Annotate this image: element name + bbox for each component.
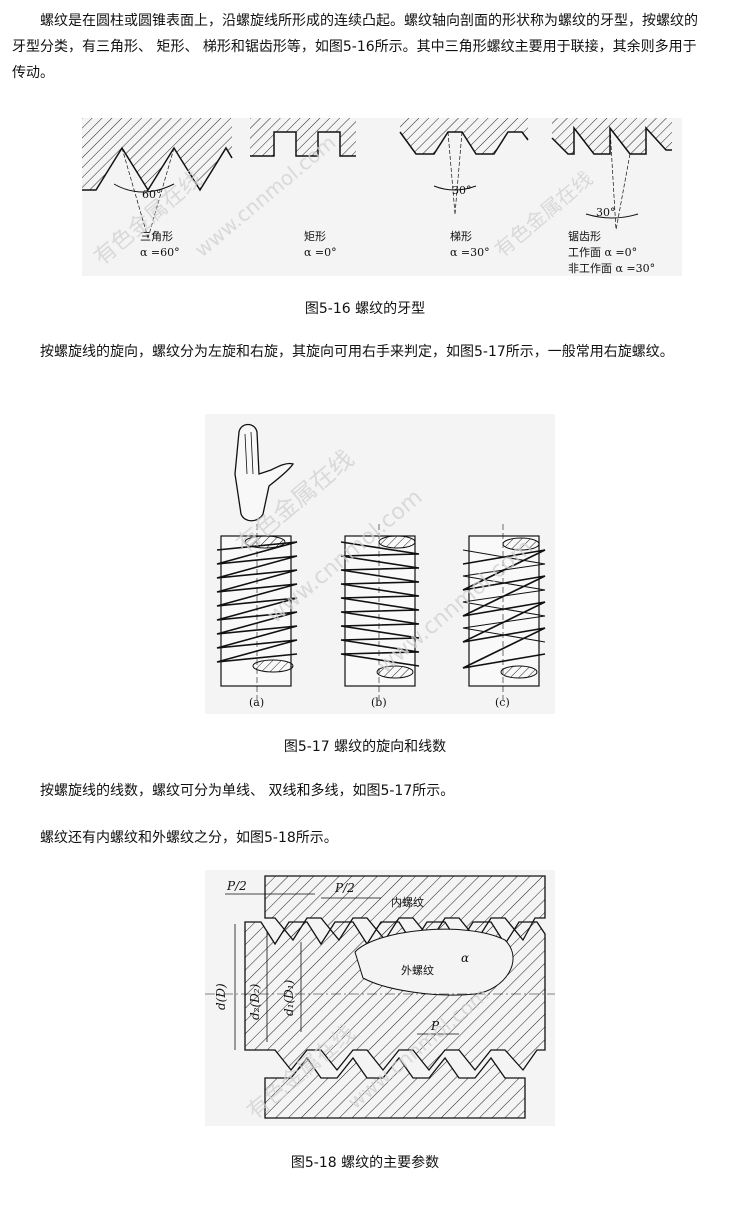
caption-figure-5-18: 图5-18 螺纹的主要参数 [290,1155,440,1171]
label-c: (c) [495,696,510,709]
rectangle-name-label: 矩形 [304,230,326,243]
sawtooth-name-label: 锯齿形 [568,229,601,243]
screw-c [462,524,546,700]
screw-b [340,524,420,700]
label-alpha: α [461,951,469,965]
figure-5-17-thread-direction: (a) (b) (c) 有色金属在线 www.cnnmol.com www.cn… [205,414,555,714]
trapezoid-angle-label: 30° [452,184,472,197]
thread-parameters-drawing: P/2 P/2 内螺纹 外螺纹 α d(D) d₂(D₂) d₁(D₁) P 有… [205,875,555,1125]
lower-internal-body [264,1056,526,1119]
label-external-thread: 外螺纹 [401,963,434,977]
label-internal-thread: 内螺纹 [391,895,424,909]
triangle-angle-label: 60° [142,188,162,201]
trapezoid-profile [399,118,529,215]
label-b: (b) [371,696,387,709]
label-d1: d₁(D₁) [282,979,296,1016]
sawtooth-work-label: 工作面 α =0° [568,246,637,259]
caption-figure-5-17: 图5-17 螺纹的旋向和线数 [283,739,447,755]
right-hand-illustration [234,423,295,522]
label-a: (a) [249,696,264,709]
sawtooth-nonwork-label: 非工作面 α =30° [568,262,655,275]
triangle-name-label: 三角形 [140,230,173,243]
paragraph-thread-definition: 螺纹是在圆柱或圆锥表面上，沿螺旋线所形成的连续凸起。螺纹轴向剖面的形状称为螺纹的… [12,13,698,81]
rectangle-alpha-label: α =0° [304,246,337,259]
paragraph-thread-direction: 按螺旋线的旋向，螺纹分为左旋和右旋，其旋向可用右手来判定，如图5-17所示，一般… [40,344,674,360]
sawtooth-angle-label: 30° [596,206,616,219]
screw-a [216,524,298,700]
figure-5-18-thread-parameters: P/2 P/2 内螺纹 外螺纹 α d(D) d₂(D₂) d₁(D₁) P 有… [205,870,555,1126]
thread-profiles-drawing: 60° 三角形 α =60° 矩形 α =0° 30° 梯形 α =30° [82,118,672,275]
sawtooth-profile [551,118,672,231]
trapezoid-alpha-label: α =30° [450,246,490,259]
caption-figure-5-16: 图5-16 螺纹的牙型 [304,301,426,317]
label-d2: d₂(D₂) [248,983,262,1020]
rectangle-profile [250,118,356,157]
thread-direction-drawing: (a) (b) (c) 有色金属在线 www.cnnmol.com www.cn… [216,423,546,709]
paragraph-thread-count: 按螺旋线的线数，螺纹可分为单线、 双线和多线，如图5-17所示。 [40,783,455,799]
triangle-alpha-label: α =60° [140,246,180,259]
trapezoid-name-label: 梯形 [450,230,472,243]
triangle-profile [82,118,233,239]
cutaway-region [354,928,514,996]
paragraph-internal-external: 螺纹还有内螺纹和外螺纹之分，如图5-18所示。 [40,830,338,846]
label-p-half-right: P/2 [334,881,355,895]
label-d: d(D) [214,983,228,1010]
label-p-half-left: P/2 [226,879,247,893]
label-p: P [430,1019,440,1033]
figure-5-16-thread-profiles: 60° 三角形 α =60° 矩形 α =0° 30° 梯形 α =30° [82,118,682,276]
